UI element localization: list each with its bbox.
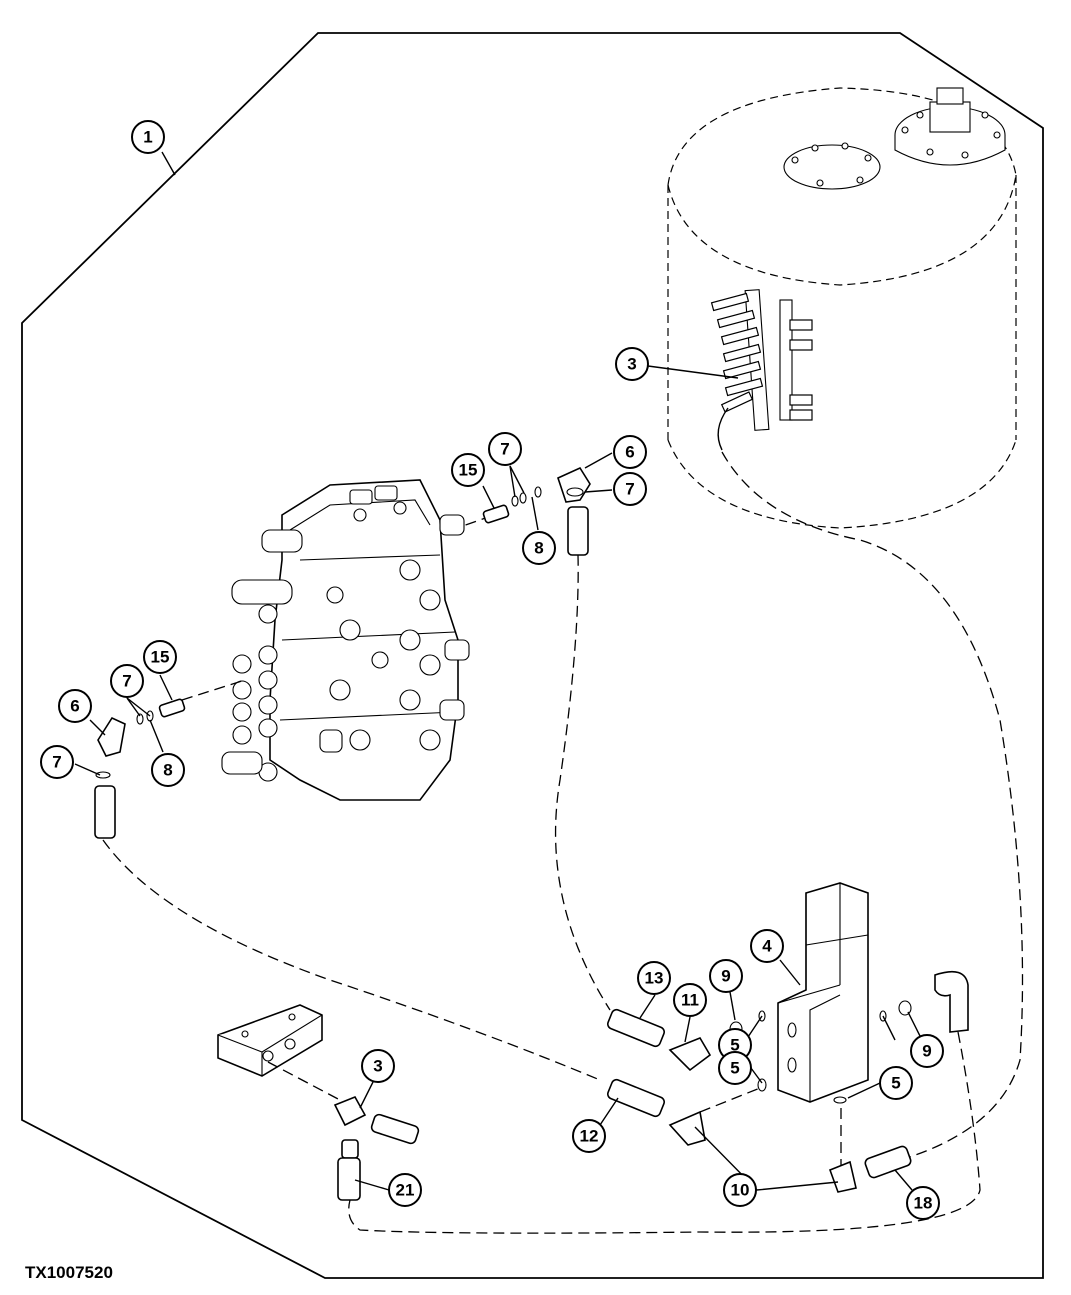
callout-11: 11 xyxy=(673,983,707,1017)
svg-text:21: 21 xyxy=(396,1181,415,1200)
svg-text:8: 8 xyxy=(534,539,543,558)
svg-text:9: 9 xyxy=(922,1042,931,1061)
callout-12: 12 xyxy=(572,1119,606,1153)
control-valve xyxy=(221,479,470,801)
svg-text:5: 5 xyxy=(730,1036,739,1055)
svg-text:4: 4 xyxy=(762,937,772,956)
svg-text:7: 7 xyxy=(625,480,634,499)
solenoid-valve-block xyxy=(777,882,869,1103)
callout-7-upper-right: 7 xyxy=(613,472,647,506)
callout-5-lower-left: 5 xyxy=(718,1051,752,1085)
leader-lines xyxy=(74,151,928,1191)
callout-15-left: 15 xyxy=(143,640,177,674)
callout-21: 21 xyxy=(388,1173,422,1207)
callout-9-left: 9 xyxy=(709,959,743,993)
svg-text:1: 1 xyxy=(143,128,152,147)
hydraulic-tank xyxy=(667,87,1017,529)
svg-text:10: 10 xyxy=(731,1181,750,1200)
svg-text:7: 7 xyxy=(52,753,61,772)
assembly-boundary xyxy=(21,32,1044,1279)
callout-10: 10 xyxy=(723,1173,757,1207)
svg-text:7: 7 xyxy=(122,672,131,691)
callout-7-far-left: 7 xyxy=(40,745,74,779)
hoses xyxy=(102,451,1024,1234)
callout-7-left: 7 xyxy=(110,664,144,698)
svg-text:7: 7 xyxy=(500,440,509,459)
svg-text:15: 15 xyxy=(151,648,170,667)
svg-text:15: 15 xyxy=(459,461,478,480)
svg-text:5: 5 xyxy=(891,1074,900,1093)
callout-3-manifold: 3 xyxy=(361,1049,395,1083)
svg-text:12: 12 xyxy=(580,1127,599,1146)
callout-4: 4 xyxy=(750,929,784,963)
callout-7-upper: 7 xyxy=(488,432,522,466)
svg-text:18: 18 xyxy=(914,1194,933,1213)
svg-text:13: 13 xyxy=(645,969,664,988)
svg-text:3: 3 xyxy=(373,1057,382,1076)
svg-text:5: 5 xyxy=(730,1059,739,1078)
callout-8-left: 8 xyxy=(151,753,185,787)
callout-13: 13 xyxy=(637,961,671,995)
callout-6-left: 6 xyxy=(58,689,92,723)
svg-text:9: 9 xyxy=(721,967,730,986)
svg-text:6: 6 xyxy=(625,443,634,462)
callout-8-upper: 8 xyxy=(522,531,556,565)
test-port-manifold xyxy=(217,1004,323,1077)
callout-15-upper: 15 xyxy=(451,453,485,487)
svg-text:11: 11 xyxy=(681,991,699,1010)
svg-text:8: 8 xyxy=(163,761,172,780)
svg-text:3: 3 xyxy=(627,355,636,374)
callout-3-tank-sensors: 3 xyxy=(615,347,649,381)
callout-1: 1 xyxy=(131,120,165,154)
figure-id: TX1007520 xyxy=(25,1263,113,1282)
fittings xyxy=(94,466,969,1201)
callout-6-upper: 6 xyxy=(613,435,647,469)
svg-text:6: 6 xyxy=(70,697,79,716)
callout-5-right: 5 xyxy=(879,1066,913,1100)
callout-18: 18 xyxy=(906,1186,940,1220)
callout-9-right: 9 xyxy=(910,1034,944,1068)
